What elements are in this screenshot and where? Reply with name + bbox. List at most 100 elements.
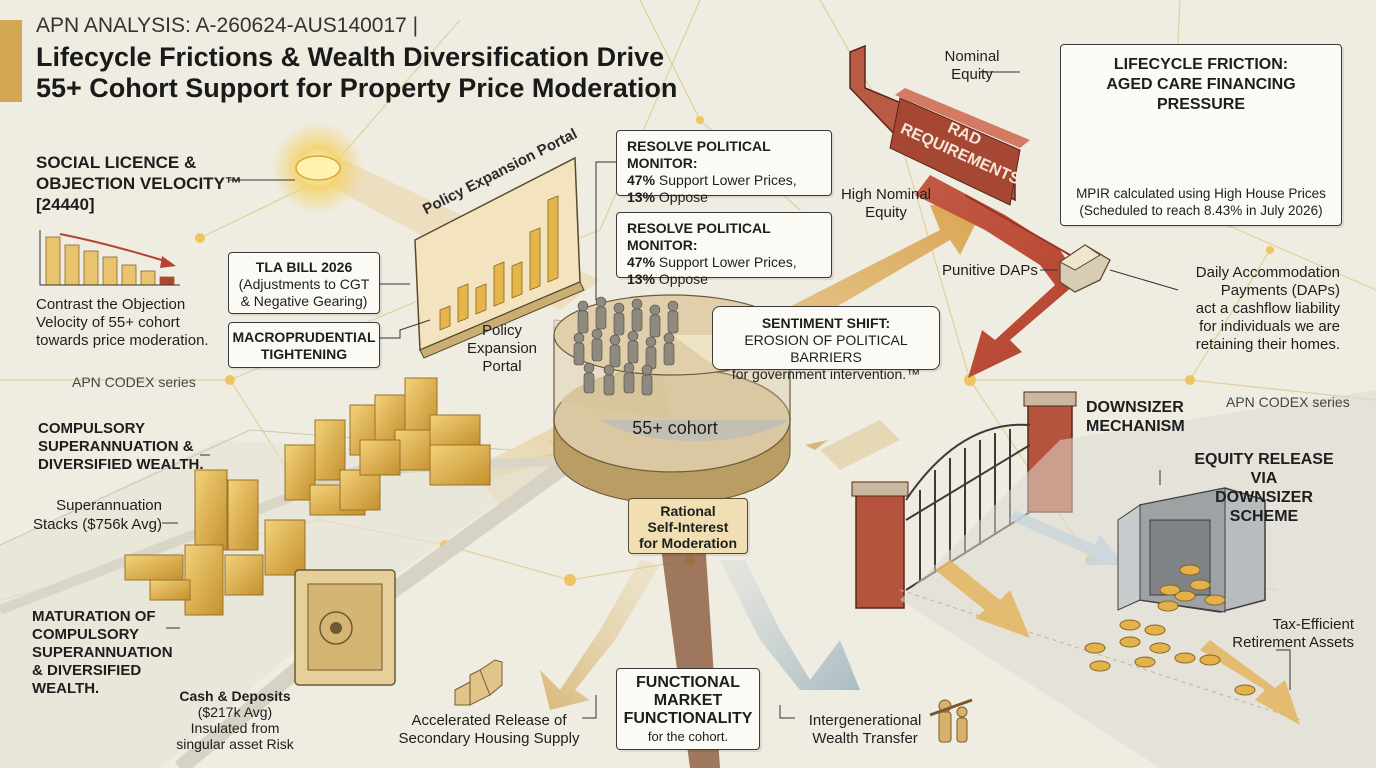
maturation-line3: SUPERANNUATION xyxy=(32,644,173,661)
lifecycle-title-line2: AGED CARE FINANCING PRESSURE xyxy=(1106,76,1296,113)
intergen-line1: Intergenerational xyxy=(808,712,922,729)
punitive-daps-label: Punitive DAPs xyxy=(942,262,1038,279)
tla-bill-card: TLA BILL 2026 (Adjustments to CGT & Nega… xyxy=(228,252,380,314)
maturation-label: MATURATION OF COMPULSORY SUPERANNUATION … xyxy=(32,608,173,698)
cash-line4: singular asset Risk xyxy=(176,736,294,752)
high-nominal-equity-label: High Nominal Equity xyxy=(836,186,936,222)
header-accent-bar xyxy=(0,20,22,102)
macroprudential-card: MACROPRUDENTIAL TIGHTENING xyxy=(228,322,380,368)
equity-release-line2: DOWNSIZER SCHEME xyxy=(1215,489,1313,525)
accelerated-release-label: Accelerated Release of Secondary Housing… xyxy=(386,712,592,748)
functional-line3: FUNCTIONALITY xyxy=(623,710,753,727)
cash-deposits-label: Cash & Deposits ($217k Avg) Insulated fr… xyxy=(170,688,300,752)
header-kicker: APN ANALYSIS: A-260624-AUS140017 | xyxy=(36,14,419,37)
lifecycle-note-line1: MPIR calculated using High House Prices xyxy=(1076,186,1326,201)
social-licence-desc: Contrast the Objection Velocity of 55+ c… xyxy=(36,296,209,350)
daily-acc-line4: for individuals we are xyxy=(1199,318,1340,335)
maturation-line2: COMPULSORY xyxy=(32,626,139,643)
portal-caption-line1: Policy xyxy=(481,322,522,339)
callout-connectors xyxy=(162,71,1291,719)
social-licence-code: [24440] xyxy=(36,195,95,214)
rational-self-interest-card: Rational Self-Interest for Moderation xyxy=(628,498,748,554)
daily-accommodation-label: Daily Accommodation Payments (DAPs) act … xyxy=(1160,264,1340,354)
downsizer-line2: MECHANISM xyxy=(1086,418,1185,435)
maturation-line4: & DIVERSIFIED xyxy=(32,662,142,679)
portal-caption-line3: Portal xyxy=(482,358,522,375)
functional-line1: FUNCTIONAL xyxy=(636,674,740,691)
lifecycle-note: MPIR calculated using High House Prices … xyxy=(1061,185,1341,219)
rational-line2: Self-Interest xyxy=(647,519,729,535)
compulsory-line3: DIVERSIFIED WEALTH. xyxy=(38,456,204,473)
resolve-2-support-pct: 47% xyxy=(627,254,656,270)
resolve-monitor-card-1: RESOLVE POLITICAL MONITOR: 47% Support L… xyxy=(616,130,832,205)
resolve-1-oppose-pct: 13% xyxy=(627,189,656,205)
family-figures xyxy=(929,698,973,743)
sentiment-line2: for government intervention.™ xyxy=(731,366,921,382)
objection-velocity-bar xyxy=(121,264,137,286)
resolve-1-title: RESOLVE POLITICAL MONITOR: xyxy=(627,138,771,171)
maturation-line5: WEALTH. xyxy=(32,680,100,697)
objection-velocity-bar xyxy=(45,236,61,286)
functional-line4: for the cohort. xyxy=(647,729,729,744)
cohort-crowd xyxy=(573,296,679,396)
social-licence-desc-line1: Contrast the Objection xyxy=(36,296,186,313)
intergen-line2: Wealth Transfer xyxy=(812,730,918,747)
tax-efficient-line2: Retirement Assets xyxy=(1232,634,1354,651)
tla-bill-line2: (Adjustments to CGT xyxy=(238,276,370,292)
page-title-line2: 55+ Cohort Support for Property Price Mo… xyxy=(36,73,678,103)
intergenerational-arrow xyxy=(720,560,860,690)
functional-line2: MARKET xyxy=(653,692,723,709)
daily-acc-line1: Daily Accommodation xyxy=(1195,264,1340,281)
resolve-1-oppose-text: Oppose xyxy=(655,189,708,205)
objection-velocity-bar xyxy=(140,270,156,286)
social-licence-desc-line2: Velocity of 55+ cohort xyxy=(36,314,180,331)
equity-release-line1: EQUITY RELEASE VIA xyxy=(1194,451,1334,487)
maturation-line1: MATURATION OF xyxy=(32,608,156,625)
page-title-line1: Lifecycle Frictions & Wealth Diversifica… xyxy=(36,42,665,72)
sentiment-line1: EROSION OF POLITICAL BARRIERS xyxy=(744,332,908,365)
secondary-supply-arrow xyxy=(540,560,660,710)
cash-line3: Insulated from xyxy=(190,720,280,736)
lifecycle-title: LIFECYCLE FRICTION: AGED CARE FINANCING … xyxy=(1061,55,1341,115)
daps-cabin xyxy=(1059,244,1111,293)
rad-requirements-building xyxy=(849,44,1030,206)
resolve-1-support-text: Support Lower Prices, xyxy=(655,172,797,188)
objection-velocity-bar xyxy=(102,256,118,286)
equity-release-label: EQUITY RELEASE VIA DOWNSIZER SCHEME xyxy=(1180,450,1348,526)
punitive-daps-arrow xyxy=(915,175,1080,378)
super-stacks-line1: Superannuation xyxy=(56,497,162,514)
sentiment-title: SENTIMENT SHIFT: xyxy=(761,315,891,331)
resolve-2-title: RESOLVE POLITICAL MONITOR: xyxy=(627,220,771,253)
tla-bill-title: TLA BILL 2026 xyxy=(255,259,353,275)
resolve-2-oppose-pct: 13% xyxy=(627,271,656,287)
high-nominal-line2: Equity xyxy=(865,204,907,221)
compulsory-line1: COMPULSORY xyxy=(38,420,145,437)
small-houses xyxy=(454,659,503,706)
objection-velocity-trend-line xyxy=(59,233,169,263)
codex-right: APN CODEX series xyxy=(1226,394,1350,410)
social-licence-line1: SOCIAL LICENCE & xyxy=(36,153,197,172)
cash-safe xyxy=(294,569,396,686)
super-stacks-line2: Stacks ($756k Avg) xyxy=(33,516,162,533)
objection-velocity-arrowhead xyxy=(160,256,176,268)
objection-velocity-bar xyxy=(159,276,175,286)
lifecycle-title-line1: LIFECYCLE FRICTION: xyxy=(1113,56,1289,73)
lifecycle-note-line2: (Scheduled to reach 8.43% in July 2026) xyxy=(1079,203,1323,218)
objection-velocity-bar xyxy=(83,250,99,286)
daily-acc-line3: act a cashflow liability xyxy=(1195,300,1340,317)
macroprudential-line1: MACROPRUDENTIAL xyxy=(232,329,376,345)
rational-line3: for Moderation xyxy=(639,535,737,551)
policy-portal-sign xyxy=(414,156,585,359)
resolve-1-support-pct: 47% xyxy=(627,172,656,188)
tax-efficient-label: Tax-Efficient Retirement Assets xyxy=(1200,616,1354,652)
rational-line1: Rational xyxy=(660,503,716,519)
portal-caption: Policy Expansion Portal xyxy=(458,322,546,376)
downsizer-mechanism-label: DOWNSIZER MECHANISM xyxy=(1086,398,1185,436)
nominal-equity-line1: Nominal xyxy=(944,48,1000,65)
super-stacks-label: Superannuation Stacks ($756k Avg) xyxy=(20,496,162,534)
macroprudential-line2: TIGHTENING xyxy=(260,346,348,362)
codex-left: APN CODEX series xyxy=(72,374,196,390)
tax-efficient-line1: Tax-Efficient xyxy=(1272,616,1354,633)
